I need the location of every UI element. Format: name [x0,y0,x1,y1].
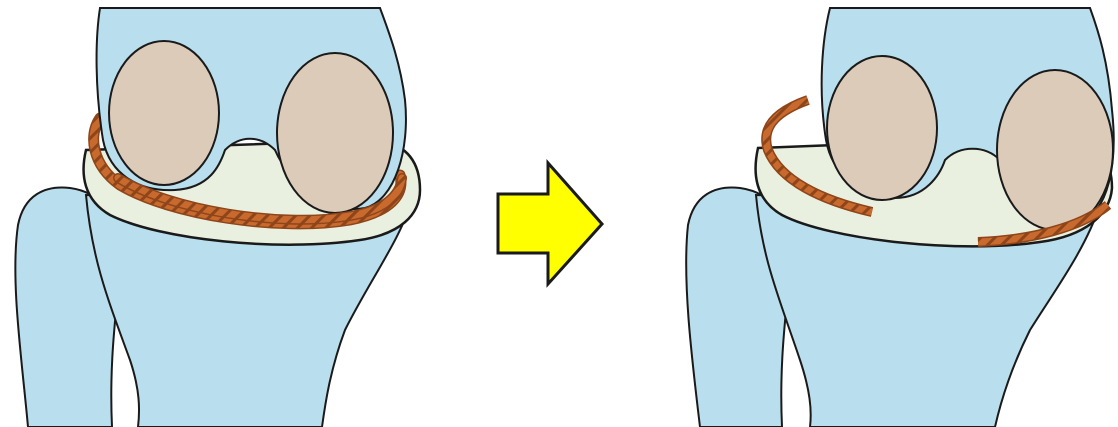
knee-before-panel [15,8,420,427]
condyle-cartilage-right-medial [827,56,937,200]
knee-after-panel [686,8,1114,427]
condyle-cartilage-right-lateral [997,70,1113,230]
condyle-cartilage-left-medial [109,41,219,185]
right-arrow-icon [498,163,602,284]
condyle-cartilage-left-lateral [277,53,393,213]
